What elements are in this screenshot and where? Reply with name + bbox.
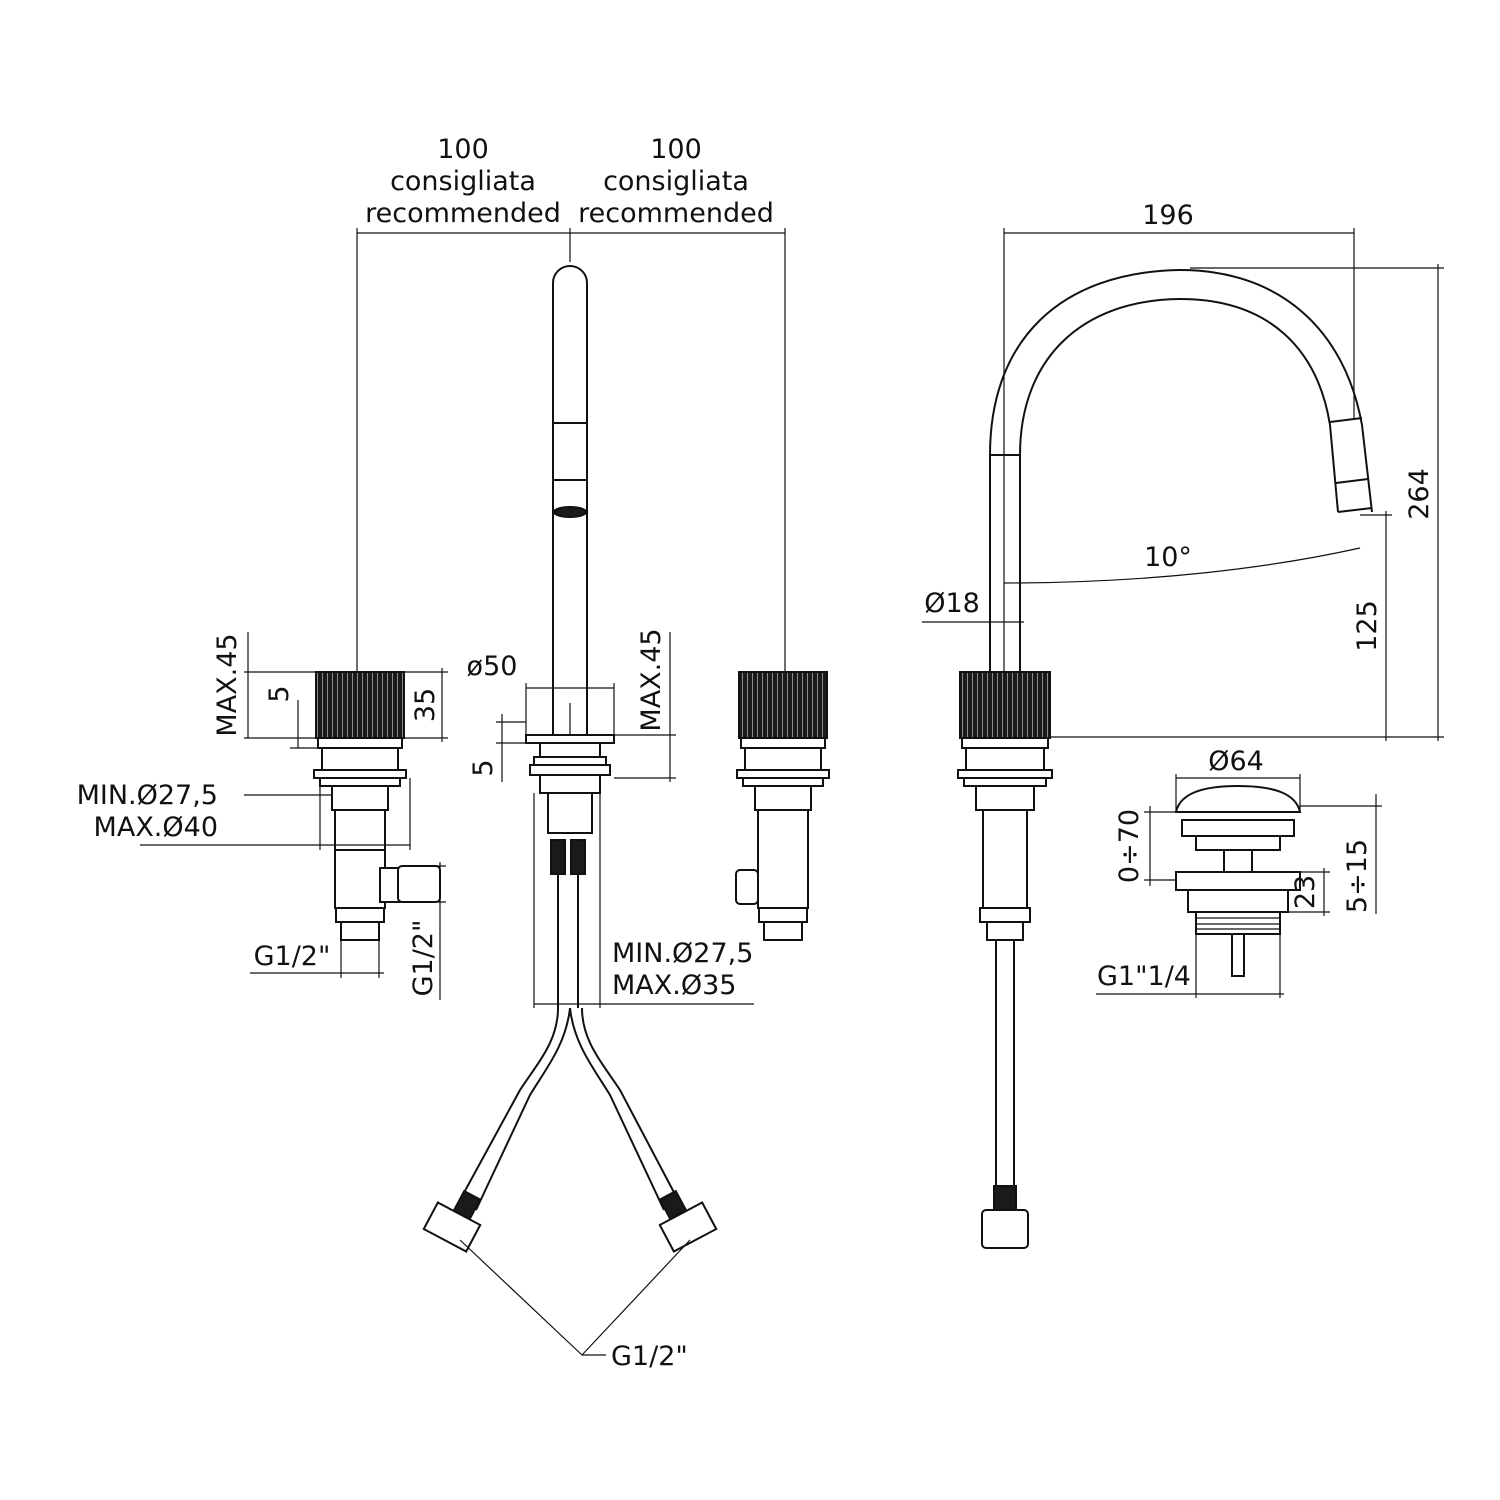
spacing-left-value: 100: [437, 134, 489, 165]
drain-height: 23: [1290, 875, 1321, 909]
side-outlet-height: 125: [1352, 600, 1383, 652]
spacing-left-line2: recommended: [365, 198, 561, 229]
drain-thickness: 5÷15: [1342, 839, 1373, 913]
drain-thread: G1"1/4: [1097, 961, 1191, 992]
side-reach: 196: [1142, 200, 1194, 231]
drain-opening: 0÷70: [1114, 809, 1145, 883]
left-valve-handle: [315, 671, 405, 739]
left-valve: [313, 671, 441, 941]
drain-cap: [1174, 784, 1302, 813]
left-valve-ring-offset: 5: [264, 685, 295, 702]
right-hose-nut: [658, 1201, 718, 1253]
left-valve-side-thread: G1/2": [408, 920, 439, 997]
drain-diameter: Ø64: [1208, 746, 1264, 777]
spout-base-diameter: ø50: [467, 651, 518, 682]
hose-thread: G1/2": [611, 1341, 688, 1372]
spout-max-height: MAX.45: [636, 628, 667, 731]
left-valve-handle-height: 35: [410, 688, 441, 722]
spout-pipe: [552, 265, 588, 736]
spout-front: [422, 265, 718, 1253]
spacing-right-value: 100: [650, 134, 702, 165]
left-valve-hole-max: MAX.Ø40: [94, 812, 218, 843]
left-hose: [459, 1007, 559, 1201]
side-pipe-diameter: Ø18: [924, 588, 980, 619]
drain-dimensions: Ø64 0÷70 23 5÷15 G1"1/4: [1096, 746, 1382, 998]
spacing-dimensions: 100 consigliata recommended 100 consigli…: [356, 134, 786, 672]
drain: [1174, 784, 1302, 977]
right-valve-handle: [738, 671, 828, 739]
spout-dimensions: ø50 MAX.45 5 MIN.Ø27,5 MAX.Ø35 G1/2": [459, 628, 754, 1372]
left-hose-nut: [422, 1201, 482, 1253]
left-valve-outlet-thread: G1/2": [254, 941, 331, 972]
spout-arc-outer: [989, 268, 1373, 672]
spout-hole-min: MIN.Ø27,5: [612, 938, 753, 969]
spout-aerator: [553, 506, 587, 518]
drain-flange: [1175, 871, 1301, 891]
spout-hole-max: MAX.Ø35: [612, 970, 736, 1001]
spout-side: [957, 268, 1373, 1249]
side-angle: 10°: [1144, 542, 1192, 573]
spout-ring-offset: 5: [468, 759, 499, 776]
spacing-left-line1: consigliata: [390, 166, 536, 197]
side-height: 264: [1404, 468, 1435, 520]
left-valve-max-height: MAX.45: [212, 633, 243, 736]
spacing-right-line1: consigliata: [603, 166, 749, 197]
side-handle: [959, 671, 1051, 739]
side-view-dimensions: 196 264 125 10° Ø18: [922, 200, 1444, 741]
right-valve: [735, 671, 830, 941]
side-hose-nut: [981, 1209, 1029, 1249]
spout-arc-inner: [1019, 297, 1339, 672]
spacing-right-line2: recommended: [578, 198, 774, 229]
right-hose: [581, 1007, 679, 1201]
left-valve-hole-min: MIN.Ø27,5: [77, 780, 218, 811]
left-valve-dimensions: MAX.45 5 35 MIN.Ø27,5 MAX.Ø40 G1/2" G1/2…: [77, 632, 448, 1000]
